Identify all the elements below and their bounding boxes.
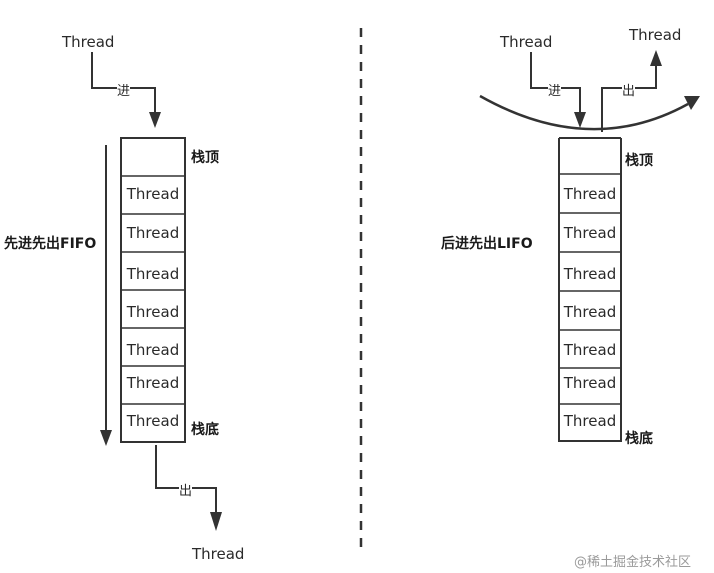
fifo-in-arrowhead (149, 112, 161, 128)
fifo-stack-bottom-label: 栈底 (191, 422, 219, 438)
fifo-stack-top-label: 栈顶 (191, 150, 219, 166)
fifo-out-connector (155, 445, 217, 512)
lifo-out-label: 出 (622, 80, 636, 99)
fifo-out-arrowhead (210, 512, 222, 531)
lifo-curve-arrowhead (684, 96, 700, 110)
lifo-in-arrowhead (574, 112, 586, 128)
lifo-out-arrowhead (650, 50, 662, 66)
fifo-cell: Thread (126, 265, 180, 283)
fifo-top-thread-label: Thread (62, 33, 115, 51)
fifo-cell: Thread (126, 224, 180, 242)
fifo-out-label: 出 (179, 480, 193, 499)
lifo-stack-bottom-label: 栈底 (625, 431, 653, 447)
lifo-cell: Thread (563, 224, 617, 242)
lifo-cell: Thread (563, 412, 617, 430)
fifo-cell: Thread (126, 341, 180, 359)
lifo-in-label: 进 (548, 80, 562, 99)
fifo-bottom-thread-label: Thread (192, 545, 245, 563)
lifo-cell: Thread (563, 303, 617, 321)
lifo-side-label: 后进先出LIFO (441, 236, 533, 252)
lifo-curve-arrow (479, 94, 689, 131)
fifo-cell: Thread (126, 185, 180, 203)
lifo-cell: Thread (563, 374, 617, 392)
fifo-cell: Thread (126, 374, 180, 392)
lifo-cell: Thread (563, 265, 617, 283)
lifo-top-in-thread-label: Thread (500, 33, 553, 51)
fifo-side-label: 先进先出FIFO (4, 233, 97, 253)
fifo-cell: Thread (126, 412, 180, 430)
lifo-cell-dividers (559, 173, 621, 405)
lifo-stack-top-label: 栈顶 (625, 153, 653, 169)
fifo-cell-dividers (121, 175, 185, 405)
lifo-cell: Thread (563, 185, 617, 203)
fifo-direction-arrowhead (100, 430, 112, 446)
fifo-cell: Thread (126, 303, 180, 321)
lifo-stack-outline (558, 138, 622, 442)
lifo-top-out-thread-label: Thread (629, 26, 682, 44)
lifo-cell: Thread (563, 341, 617, 359)
watermark: @稀土掘金技术社区 (574, 555, 692, 570)
fifo-in-label: 进 (117, 80, 131, 99)
